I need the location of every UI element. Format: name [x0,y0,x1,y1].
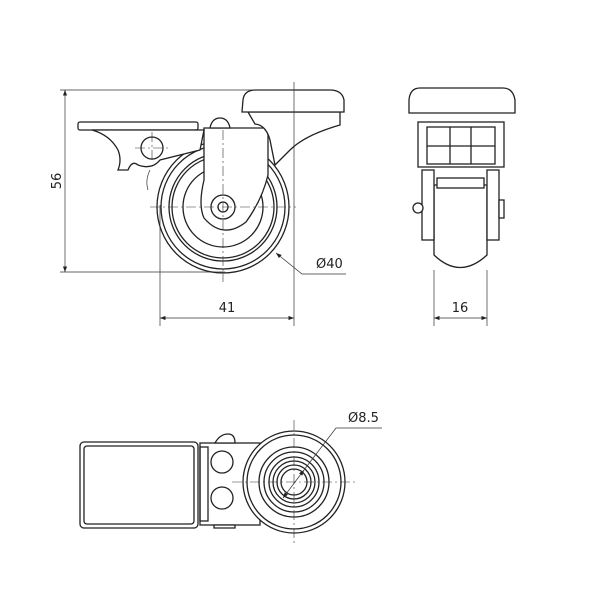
side-view: 16 [408,87,516,326]
dim-bolt-hole: Ø8.5 [348,411,379,426]
top-view: Ø8.5 [79,411,382,544]
dim-offset: 41 [219,301,236,316]
fork-side [417,121,505,168]
wheel-side [433,184,488,268]
top-mount-side [408,87,516,114]
brake-pedal [77,121,199,131]
front-view: 56 41 Ø40 [50,82,346,326]
top-mount [241,89,345,113]
dim-wheel-width: 16 [452,301,469,316]
dim-wheel-diameter: Ø40 [316,257,343,272]
dim-height: 56 [50,173,65,190]
brake-pedal-top [79,441,199,529]
